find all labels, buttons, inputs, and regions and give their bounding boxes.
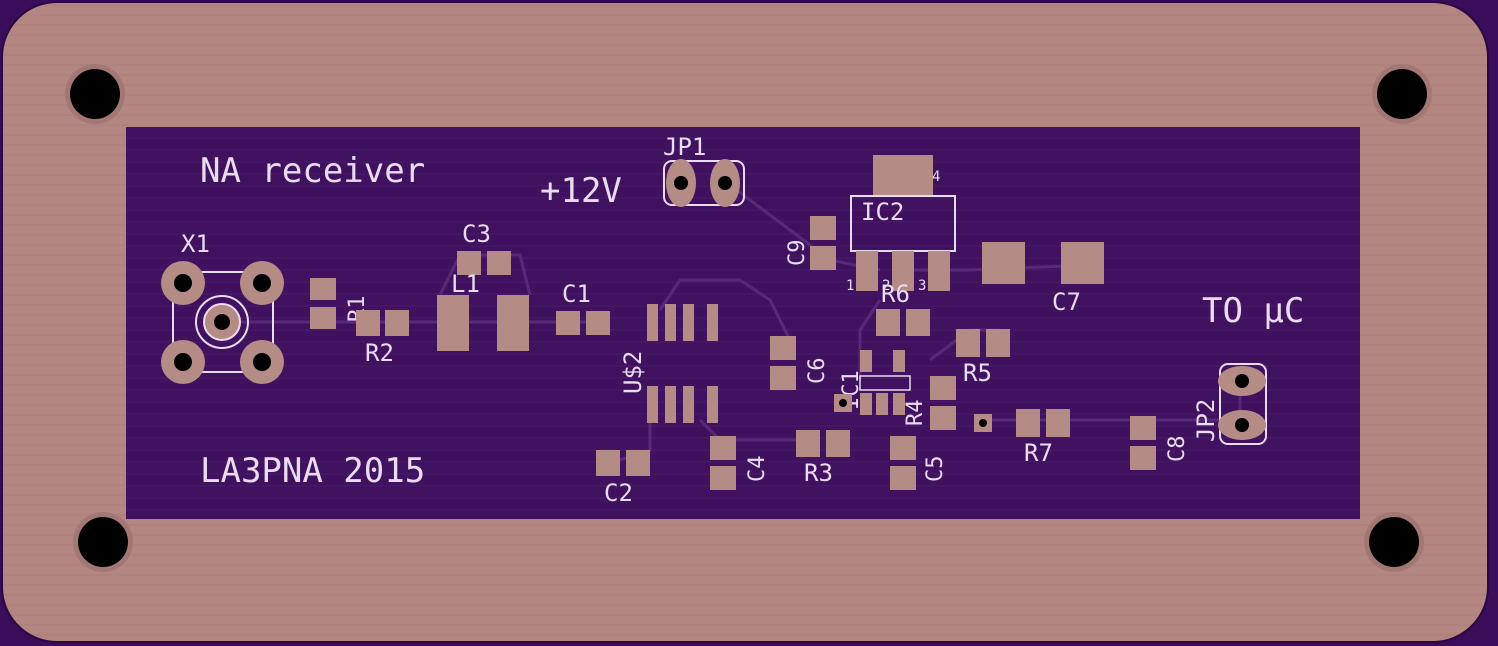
label-r5: R5 bbox=[963, 359, 992, 387]
label-r2: R2 bbox=[365, 339, 394, 367]
label-ic2: IC2 bbox=[861, 198, 904, 226]
vias bbox=[834, 394, 992, 432]
ic2-regulator bbox=[850, 155, 956, 291]
output-label: TO µC bbox=[1202, 291, 1304, 331]
ic2-pin-4: 4 bbox=[932, 169, 940, 185]
label-r3: R3 bbox=[804, 459, 833, 487]
label-c2: C2 bbox=[604, 479, 633, 507]
ic1-chip bbox=[859, 350, 911, 415]
label-r4: R4 bbox=[903, 400, 928, 427]
x1-connector bbox=[161, 261, 284, 384]
label-l1: L1 bbox=[451, 270, 480, 298]
label-x1: X1 bbox=[181, 230, 210, 258]
label-jp1: JP1 bbox=[663, 133, 706, 161]
ic2-pin-2: 2 bbox=[882, 278, 890, 294]
ic2-pin-3: 3 bbox=[918, 278, 926, 294]
label-c4: C4 bbox=[745, 456, 770, 483]
label-jp2: JP2 bbox=[1192, 399, 1220, 442]
label-r6: R6 bbox=[881, 280, 910, 308]
label-c8: C8 bbox=[1165, 436, 1190, 463]
label-c3: C3 bbox=[462, 220, 491, 248]
label-c5: C5 bbox=[923, 456, 948, 483]
board-title: NA receiver bbox=[200, 151, 425, 191]
power-label: +12V bbox=[540, 171, 622, 211]
label-c6: C6 bbox=[805, 358, 830, 385]
label-us2: U$2 bbox=[619, 351, 647, 394]
us2-chip bbox=[647, 304, 718, 423]
jp1-jumper bbox=[663, 159, 745, 207]
ic2-pin-1: 1 bbox=[846, 278, 854, 294]
label-c7: C7 bbox=[1052, 288, 1081, 316]
label-c9: C9 bbox=[785, 240, 810, 267]
board-credit: LA3PNA 2015 bbox=[200, 451, 425, 491]
label-c1: C1 bbox=[562, 280, 591, 308]
label-r7: R7 bbox=[1024, 439, 1053, 467]
jp2-jumper bbox=[1218, 363, 1267, 445]
mounting-holes bbox=[65, 64, 1432, 572]
